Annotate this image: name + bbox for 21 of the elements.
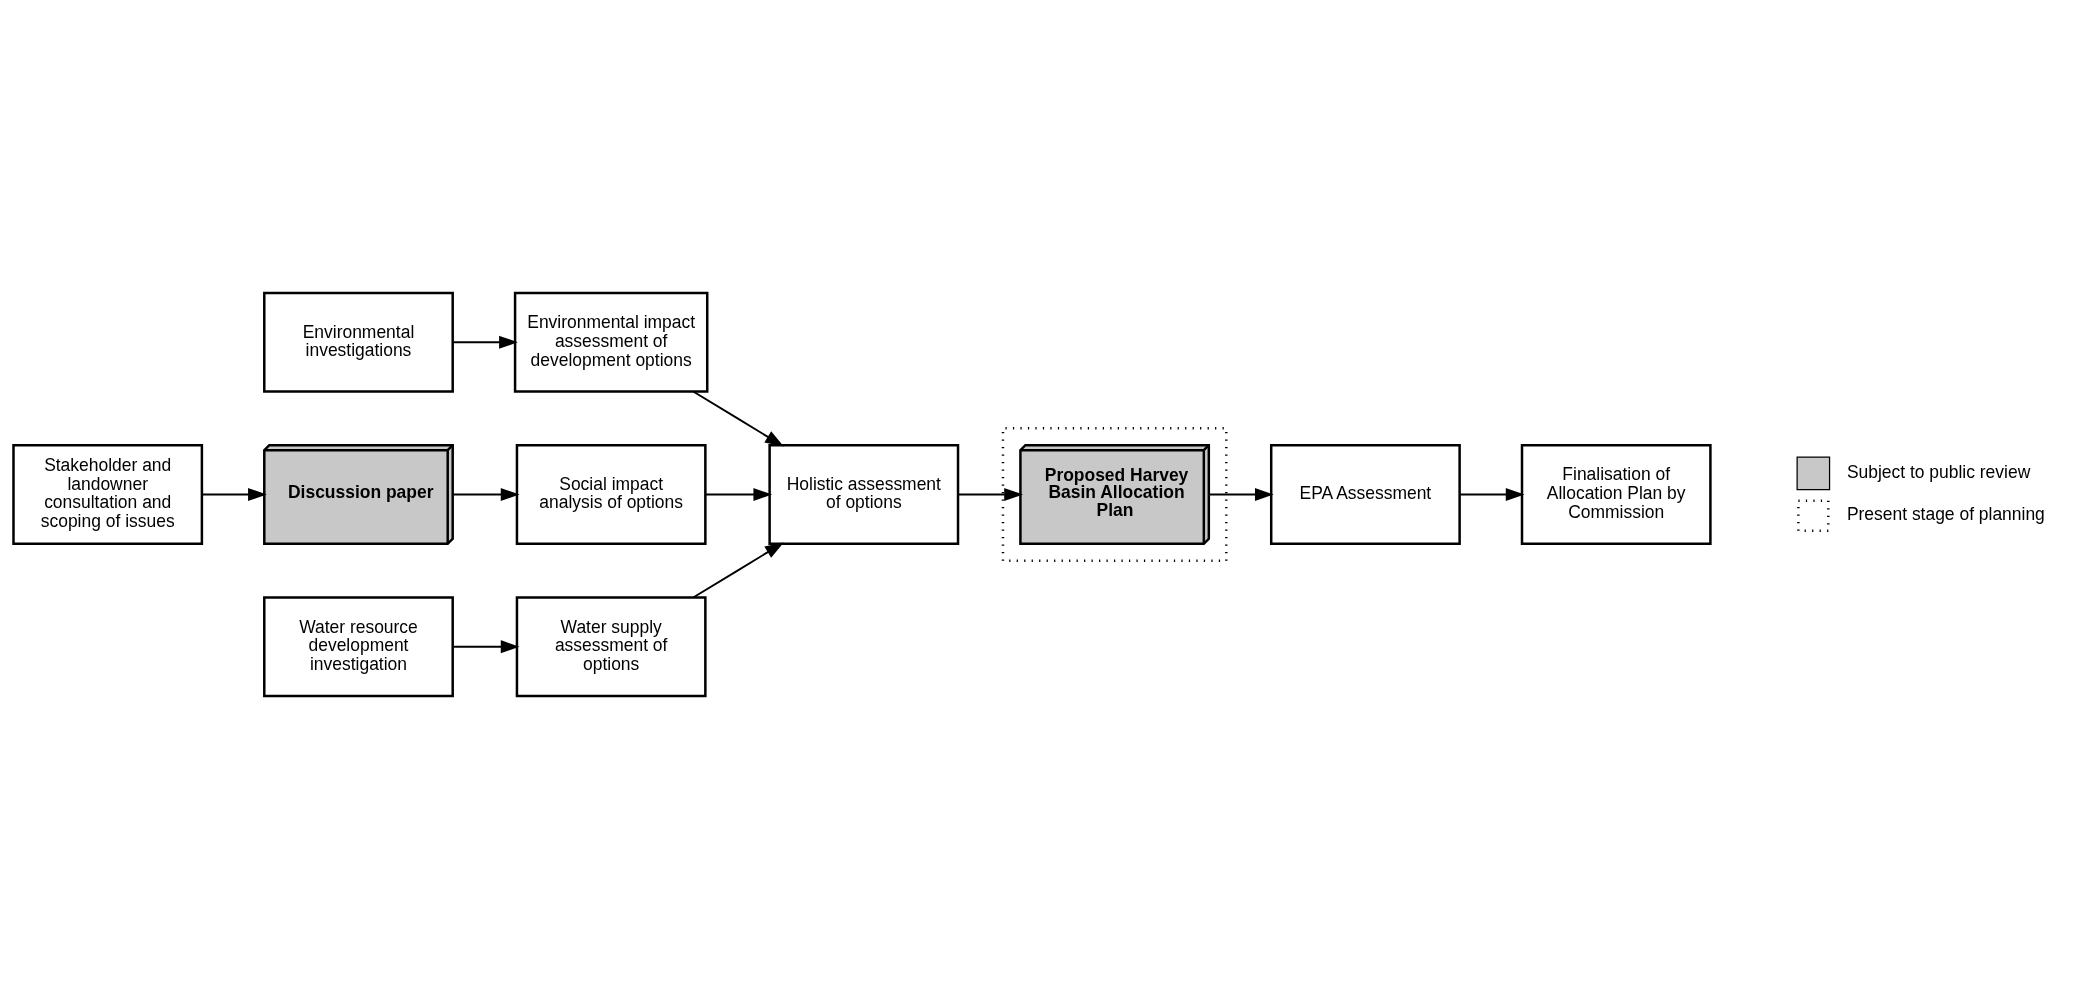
node-box: Finalisation of Allocation Plan by Commission bbox=[1520, 443, 1712, 545]
node-box: Holistic assessment of options bbox=[768, 443, 960, 545]
legend-label: Present stage of planning bbox=[1846, 503, 2045, 524]
arrow bbox=[451, 639, 520, 653]
node-box: Water supply assessment of options bbox=[515, 595, 707, 697]
node-box: Environmental impact assessment of development options bbox=[513, 291, 709, 393]
legend-label: Subject to public review bbox=[1846, 461, 2031, 482]
node-box: Water resource development investigation bbox=[263, 595, 454, 697]
node-box: Stakeholder and landowner consultation and scoping of issues bbox=[12, 443, 204, 545]
arrow bbox=[957, 487, 1023, 501]
arrow bbox=[692, 390, 784, 447]
arrow bbox=[1208, 487, 1274, 501]
node-box: Social impact analysis of options bbox=[515, 443, 707, 545]
arrow bbox=[451, 335, 518, 349]
arrow bbox=[201, 487, 267, 501]
node-box: EPA Assessment bbox=[1269, 443, 1461, 545]
arrow bbox=[704, 487, 773, 501]
arrow bbox=[692, 541, 784, 598]
arrow bbox=[451, 487, 520, 501]
arrow bbox=[1458, 487, 1525, 501]
node-box: Environmental investigations bbox=[263, 291, 454, 393]
